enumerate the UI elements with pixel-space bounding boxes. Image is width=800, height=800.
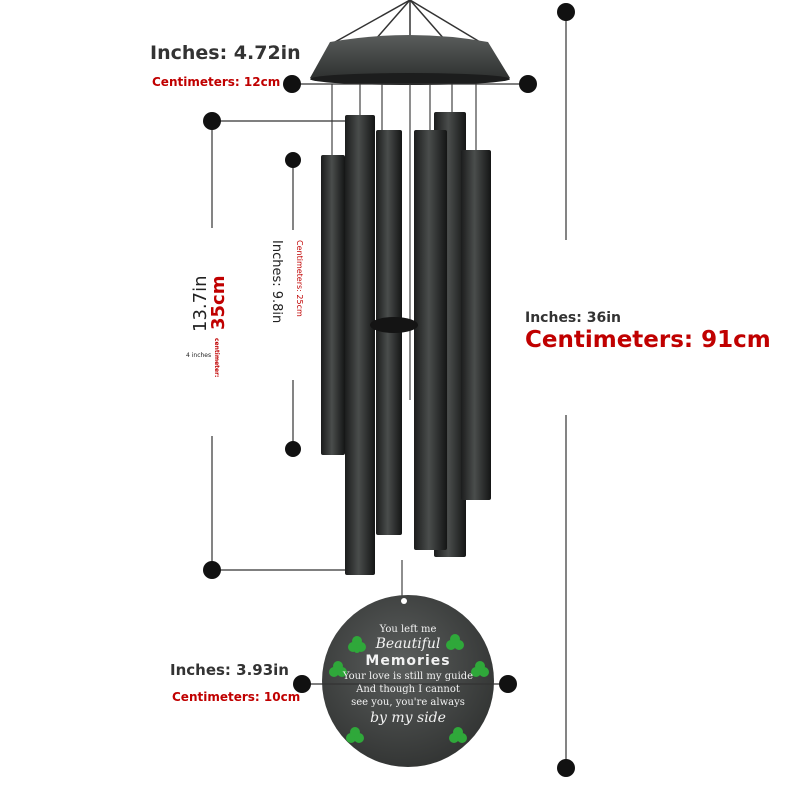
top-cap	[310, 35, 510, 85]
hanging-strings	[334, 0, 481, 43]
chime-tubes	[321, 112, 491, 575]
sail-line-7: by my side	[370, 710, 446, 726]
striker	[370, 317, 418, 333]
sail-line-5: And though I cannot	[356, 684, 460, 695]
sail-line-4: Your love is still my guide	[342, 671, 474, 682]
sail-line-6: see you, you're always	[351, 697, 465, 708]
top-width-inches: Inches: 4.72in	[150, 42, 301, 64]
sail-cm: Centimeters: 10cm	[172, 690, 301, 704]
tube-6	[461, 150, 491, 500]
sail-inches: Inches: 3.93in	[170, 661, 289, 679]
tube-2	[345, 115, 375, 575]
tube-5	[414, 130, 447, 550]
long-tube-small-cm: centimeter:	[213, 338, 220, 378]
tube-1	[321, 155, 345, 455]
short-tube-cm: Centimeters: 25cm	[295, 240, 304, 317]
dimension-markers	[203, 3, 575, 777]
sail-line-3: Memories	[365, 653, 451, 669]
tube-strings	[331, 84, 477, 400]
total-length-inches: Inches: 36in	[525, 310, 621, 326]
sail-line-1: You left me	[379, 624, 437, 635]
sail-line-2: Beautiful	[375, 636, 441, 652]
top-width-cm: Centimeters: 12cm	[152, 75, 281, 89]
sail-inscription: You left me Beautiful Memories Your love…	[322, 624, 494, 727]
total-length-cm: Centimeters: 91cm	[525, 327, 771, 353]
long-tube-small-inches: 4 inches	[186, 352, 212, 359]
long-tube-cm: 35cm	[208, 275, 229, 330]
shamrock-icons	[329, 634, 489, 743]
short-tube-inches: Inches: 9.8in	[269, 240, 284, 324]
